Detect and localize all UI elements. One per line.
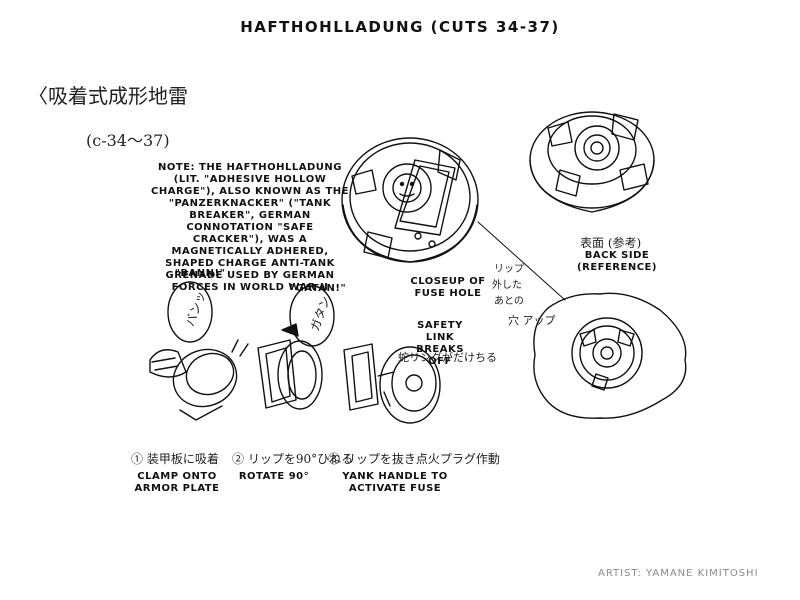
step2-japanese: ② リップを90°ひねる [232, 452, 354, 466]
artist-credit: ARTIST: YAMANE KIMITOSHI [598, 568, 759, 579]
cut-reference: (c-34～37) [86, 131, 170, 150]
fuse-hole-closeup-drawing [533, 292, 687, 419]
heading-japanese: 〈吸着式成形地雷 [28, 84, 188, 108]
main-grenade-drawing [341, 137, 479, 263]
step2-label: ROTATE 90° [238, 471, 310, 482]
closeup-japanese-2: 外した [492, 280, 522, 291]
safety-link-japanese: 蛇リングがだけちる [398, 351, 497, 364]
step3-drawing [343, 343, 441, 424]
step1-drawing [149, 281, 249, 421]
step1-japanese: ① 装甲板に吸着 [131, 452, 219, 466]
closeup-pointer-line [477, 221, 566, 301]
back-side-japanese: 表面 (参考) [580, 236, 642, 250]
step1-label: CLAMP ONTO ARMOR PLATE [134, 471, 220, 494]
closeup-japanese-1: リップ [494, 264, 524, 275]
back-side-drawing [529, 111, 655, 213]
sound-gatan-label: "GATAN!" [289, 283, 347, 294]
step3-japanese: ③ リップを抜き点火プラグ作動 [328, 452, 500, 466]
safety-link-label: SAFETY LINK BREAKS OFF [416, 320, 464, 367]
step2-drawing [257, 285, 335, 410]
sound-bann-label: "BANN!" [174, 268, 226, 279]
page-title: HAFTHOHLLADUNG (CUTS 34-37) [240, 18, 560, 36]
closeup-japanese-3: あとの [494, 296, 524, 307]
step3-label: YANK HANDLE TO ACTIVATE FUSE [342, 471, 448, 494]
history-note: NOTE: THE HAFTHOHLLADUNG (LIT. "ADHESIVE… [151, 162, 349, 293]
closeup-japanese-4: 穴 アップ [508, 314, 556, 327]
closeup-label: CLOSEUP OF FUSE HOLE [410, 276, 486, 299]
back-side-label: BACK SIDE (REFERENCE) [577, 250, 657, 273]
